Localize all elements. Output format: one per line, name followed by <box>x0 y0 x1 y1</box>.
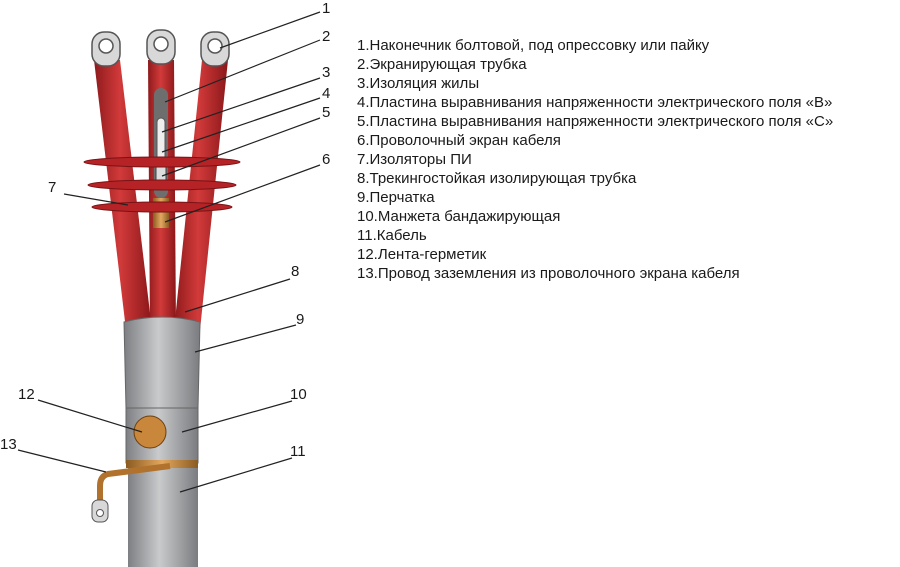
callout-12: 12 <box>18 386 35 403</box>
field-plate-b <box>156 117 166 164</box>
cable <box>128 460 198 567</box>
shed <box>87 179 237 191</box>
parts-legend: 1.Наконечник болтовой, под опрессовку ил… <box>357 36 833 283</box>
callout-9: 9 <box>296 311 305 328</box>
callout-6: 6 <box>322 151 331 168</box>
legend-item: 6.Проволочный экран кабеля <box>357 132 561 149</box>
legend-item: 12.Лента-герметик <box>357 246 487 263</box>
callout-3: 3 <box>322 64 331 81</box>
wire-wrap <box>126 460 198 468</box>
legend-item: 13.Провод заземления из проволочного экр… <box>357 265 740 282</box>
ground-wire <box>97 463 171 505</box>
legend-item: 1.Наконечник болтовой, под опрессовку ил… <box>357 37 710 54</box>
callout-5: 5 <box>322 104 331 121</box>
legend-item: 2.Экранирующая трубка <box>357 56 527 73</box>
legend-item: 7.Изоляторы ПИ <box>357 151 472 168</box>
shed <box>83 156 241 168</box>
callout-2: 2 <box>322 28 331 45</box>
callout-1: 1 <box>322 0 331 17</box>
shed <box>91 201 233 213</box>
conductor-right <box>174 60 228 330</box>
legend-item: 9.Перчатка <box>357 189 435 206</box>
legend-item: 4.Пластина выравнивания напряженности эл… <box>357 94 833 111</box>
pi-insulators <box>83 156 241 213</box>
legend-item: 11.Кабель <box>357 227 427 244</box>
legend-item: 3.Изоляция жилы <box>357 75 480 92</box>
legend-item: 5.Пластина выравнивания напряженности эл… <box>357 113 834 130</box>
bolted-lugs <box>91 29 230 67</box>
conductor-left <box>94 60 152 330</box>
legend-item: 10.Манжета бандажирующая <box>357 208 561 225</box>
sealant-tape <box>133 415 167 449</box>
callout-13: 13 <box>0 436 17 453</box>
callout-11: 11 <box>290 443 306 460</box>
callout-7: 7 <box>48 179 57 196</box>
callout-10: 10 <box>290 386 307 403</box>
legend-item: 8.Трекингостойкая изолирующая трубка <box>357 170 637 187</box>
callout-4: 4 <box>322 85 331 102</box>
breakout-glove <box>123 316 201 409</box>
leader-lines <box>17 11 321 493</box>
callout-8: 8 <box>291 263 300 280</box>
